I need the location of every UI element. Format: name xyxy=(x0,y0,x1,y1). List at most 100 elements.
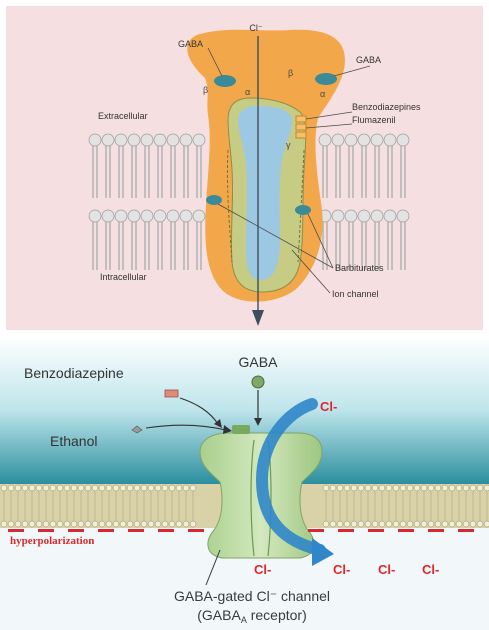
membrane-head-outer xyxy=(330,485,336,491)
red-dash xyxy=(128,529,144,532)
extracellular-label: Extracellular xyxy=(98,111,148,121)
membrane-head-inner xyxy=(127,521,133,527)
red-dash xyxy=(158,529,174,532)
membrane-head-outer xyxy=(64,485,70,491)
intracellular-label: Intracellular xyxy=(100,272,147,282)
lipid-left-head-bottom xyxy=(154,210,166,222)
membrane-head-inner xyxy=(155,521,161,527)
membrane-head-outer xyxy=(148,485,154,491)
membrane-head-inner xyxy=(407,521,413,527)
membrane-head-outer xyxy=(449,485,455,491)
membrane-head-inner xyxy=(120,521,126,527)
gaba-binding-site-right xyxy=(315,73,337,85)
membrane-head-inner xyxy=(449,521,455,527)
red-dash xyxy=(458,529,474,532)
membrane-head-inner xyxy=(15,521,21,527)
membrane-head-inner xyxy=(470,521,476,527)
lipid-left-head-bottom xyxy=(180,210,192,222)
membrane-head-inner xyxy=(141,521,147,527)
membrane-head-inner xyxy=(22,521,28,527)
lipid-right-head-top xyxy=(371,134,383,146)
membrane-head-inner xyxy=(323,521,329,527)
membrane-head-inner xyxy=(113,521,119,527)
ethanol-binding-site xyxy=(232,425,250,434)
red-dash xyxy=(8,529,24,532)
lipid-left-head-bottom xyxy=(141,210,153,222)
membrane-head-outer xyxy=(29,485,35,491)
red-dash xyxy=(38,529,54,532)
bottom-panel: GABA Benzodiazepine Ethanol Cl- hyperpol… xyxy=(0,336,489,630)
lipid-right-head-bottom xyxy=(345,210,357,222)
subunit-gamma: γ xyxy=(286,140,291,150)
membrane-head-outer xyxy=(351,485,357,491)
membrane-head-outer xyxy=(344,485,350,491)
membrane-head-outer xyxy=(393,485,399,491)
membrane-head-outer xyxy=(113,485,119,491)
membrane-head-inner xyxy=(400,521,406,527)
lipid-left-head-bottom xyxy=(115,210,127,222)
lipid-right-head-bottom xyxy=(384,210,396,222)
membrane-head-outer xyxy=(99,485,105,491)
membrane-head-outer xyxy=(141,485,147,491)
membrane-head-inner xyxy=(484,521,489,527)
membrane-head-outer xyxy=(134,485,140,491)
ethanol-label: Ethanol xyxy=(50,433,97,449)
lipid-right-head-top xyxy=(397,134,409,146)
membrane-head-inner xyxy=(99,521,105,527)
lipid-left-head-bottom xyxy=(102,210,114,222)
membrane-head-inner xyxy=(393,521,399,527)
flumazenil-label: Flumazenil xyxy=(352,115,396,125)
membrane-head-outer xyxy=(400,485,406,491)
membrane-head-inner xyxy=(442,521,448,527)
membrane-head-inner xyxy=(428,521,434,527)
membrane-head-inner xyxy=(134,521,140,527)
membrane-head-inner xyxy=(1,521,7,527)
red-dash xyxy=(308,529,324,532)
membrane-head-inner xyxy=(414,521,420,527)
membrane-head-outer xyxy=(92,485,98,491)
membrane-head-inner xyxy=(386,521,392,527)
cl-ion-1: Cl- xyxy=(254,562,271,577)
channel-label-open: (GABA xyxy=(197,607,241,623)
membrane-head-inner xyxy=(435,521,441,527)
membrane-head-inner xyxy=(463,521,469,527)
membrane-head-outer xyxy=(169,485,175,491)
membrane-head-inner xyxy=(365,521,371,527)
ion-channel-label: Ion channel xyxy=(332,289,379,299)
membrane-head-outer xyxy=(8,485,14,491)
gaba-label-right: GABA xyxy=(356,55,381,65)
cl-label-top: Cl⁻ xyxy=(249,23,262,33)
gaba-label-left: GABA xyxy=(178,39,203,49)
top-panel: Cl⁻ GABA GABA Benzodiazepines Flumazenil… xyxy=(6,6,483,330)
membrane-head-inner xyxy=(169,521,175,527)
membrane-head-outer xyxy=(43,485,49,491)
membrane-head-outer xyxy=(442,485,448,491)
membrane-head-inner xyxy=(85,521,91,527)
membrane-head-inner xyxy=(92,521,98,527)
gaba-molecule xyxy=(252,376,264,388)
membrane-head-outer xyxy=(365,485,371,491)
red-dash xyxy=(338,529,354,532)
membrane-head-outer xyxy=(407,485,413,491)
subunit-beta-right: β xyxy=(288,68,293,78)
red-dash xyxy=(398,529,414,532)
membrane-head-outer xyxy=(358,485,364,491)
benzodiazepine-label: Benzodiazepine xyxy=(24,365,124,381)
cl-label-entering: Cl- xyxy=(320,399,337,414)
subunit-beta-left: β xyxy=(203,85,208,95)
lipid-right-head-top xyxy=(358,134,370,146)
membrane-head-outer xyxy=(71,485,77,491)
red-dash xyxy=(98,529,114,532)
barbiturate-site-left xyxy=(206,195,222,205)
gaba-binding-site-left xyxy=(214,75,236,87)
membrane-head-outer xyxy=(78,485,84,491)
membrane-head-outer xyxy=(50,485,56,491)
lipid-left-head-bottom xyxy=(128,210,140,222)
membrane-head-outer xyxy=(414,485,420,491)
lipid-left-head-top xyxy=(180,134,192,146)
membrane-head-inner xyxy=(78,521,84,527)
membrane-head-inner xyxy=(190,521,196,527)
lipid-left-head-top xyxy=(154,134,166,146)
